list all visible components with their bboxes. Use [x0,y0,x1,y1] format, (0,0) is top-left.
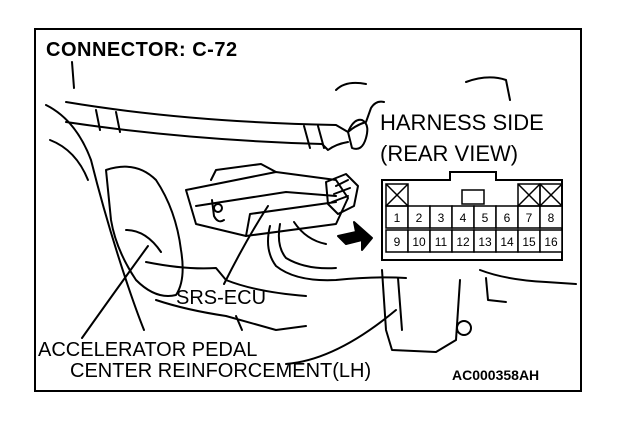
pin-number-16: 16 [544,235,558,249]
connector-housing [381,171,563,261]
pin-number-10: 10 [412,235,426,249]
blocked-cavity-marker [385,183,409,207]
pin-number-1: 1 [394,211,401,225]
blocked-cavity-cross [517,183,541,207]
title-leader-line [71,61,75,89]
accelerator-pedal-leader-line [81,245,149,339]
srs-ecu-location-illustration [45,61,577,365]
pin-number-8: 8 [548,211,555,225]
blocked-cavity-cross [539,183,563,207]
pin-number-13: 13 [478,235,492,249]
blocked-cavity-cross [385,183,409,207]
pin-number-12: 12 [456,235,470,249]
pin-number-6: 6 [504,211,511,225]
pin-number-5: 5 [482,211,489,225]
pedal-bracket [105,165,184,297]
harness-side-label: HARNESS SIDE [380,110,544,135]
pin-number-7: 7 [526,211,533,225]
center-reinforcement-leader-line [285,309,397,365]
rear-view-label: (REAR VIEW) [380,141,519,166]
accelerator-pedal-label: ACCELERATOR PEDAL [38,339,258,361]
left-side-panel [45,104,145,331]
pin-number-4: 4 [460,211,467,225]
blocked-cavity-marker [539,183,563,207]
pin-number-14: 14 [500,235,514,249]
connector-lock-tab [461,189,485,205]
pin-number-9: 9 [394,235,401,249]
connector-pointer-arrow [337,221,373,251]
srs-ecu-label: SRS-ECU [176,287,267,309]
center-reinforcement-label: CENTER REINFORCEMENT(LH) [70,360,372,382]
bottom-row-pin-cell [539,229,563,253]
pin-number-2: 2 [416,211,423,225]
pin-number-15: 15 [522,235,536,249]
connector-title: CONNECTOR: C-72 [46,39,238,61]
figure-code: AC000358AH [452,367,540,383]
pin-number-3: 3 [438,211,445,225]
pin-number-11: 11 [435,235,448,249]
srs-ecu-leader-line [223,205,269,285]
steering-support-bar [65,100,385,133]
wire-harness [267,225,407,282]
diagram-frame: CONNECTOR: C-72 HARNESS SIDE (REAR VIEW)… [34,28,582,392]
